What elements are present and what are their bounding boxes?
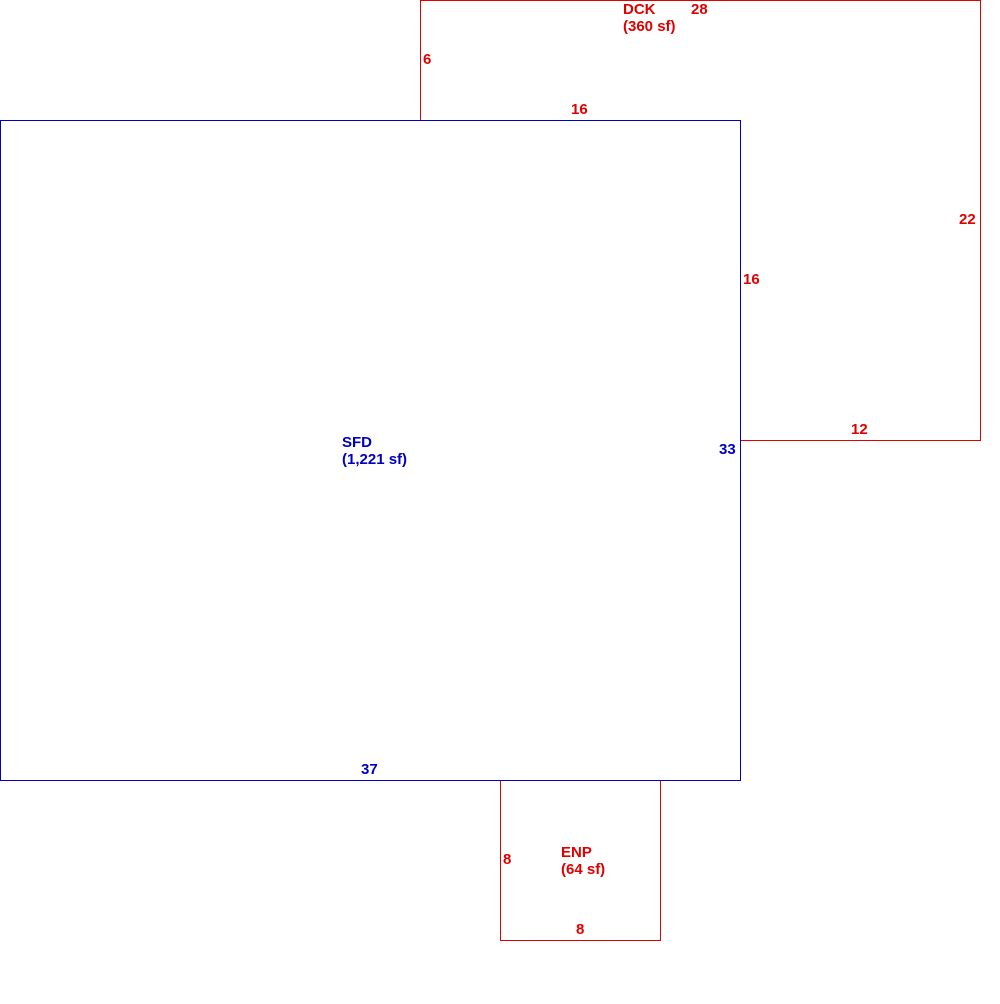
dck-inner-left-dimension: 16 [743,271,760,288]
dck-area-size: (360 sf) [623,18,676,35]
enp-bottom-dimension: 8 [576,921,585,938]
dck-inner-top-dimension: 16 [571,101,588,118]
enp-area-name: ENP [561,844,592,861]
dck-right-dimension: 22 [959,211,976,228]
dck-outline [420,0,981,441]
dck-left-dimension: 6 [423,51,432,68]
dck-area-name: DCK [623,1,656,18]
enp-outline [500,780,661,941]
sfd-area-label: SFD (1,221 sf) [342,434,407,468]
enp-area-size: (64 sf) [561,861,606,878]
dck-area-label: DCK (360 sf) [623,1,676,35]
sfd-area-size: (1,221 sf) [342,451,408,468]
enp-area-label: ENP (64 sf) [561,844,605,878]
dck-top-dimension: 28 [691,1,708,18]
sfd-area-name: SFD [342,434,372,451]
sfd-outline [0,120,741,781]
sfd-bottom-dimension: 37 [361,761,378,778]
sfd-right-dimension: 33 [719,441,736,458]
enp-left-dimension: 8 [503,851,512,868]
dck-bottom-dimension: 12 [851,421,868,438]
